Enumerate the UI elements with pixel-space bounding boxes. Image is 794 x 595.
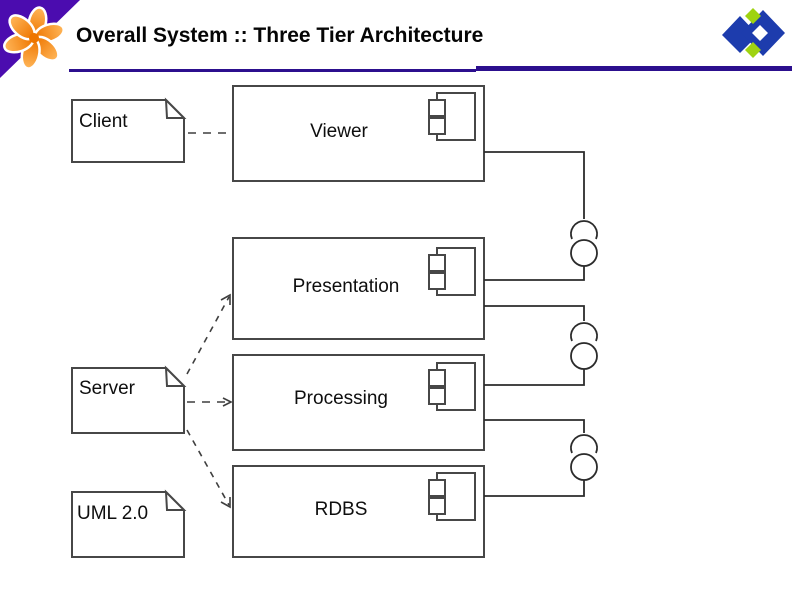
connector-server-presentation bbox=[186, 293, 231, 375]
interface-viewer-presentation bbox=[484, 151, 598, 281]
page-title: Overall System :: Three Tier Architectur… bbox=[76, 24, 484, 47]
note-uml-version bbox=[71, 489, 187, 558]
note-client bbox=[71, 97, 187, 163]
interface-presentation-processing bbox=[484, 305, 598, 386]
component-viewer-label: Viewer bbox=[310, 121, 368, 142]
flower-logo-icon bbox=[3, 6, 65, 70]
component-presentation bbox=[232, 237, 485, 340]
component-rdbs-label: RDBS bbox=[314, 499, 368, 520]
diamond-logo-icon bbox=[722, 8, 785, 58]
note-server-label: Server bbox=[79, 378, 135, 399]
interface-processing-rdbs bbox=[484, 419, 598, 497]
title-underline-left bbox=[69, 69, 476, 72]
component-viewer bbox=[232, 85, 485, 182]
component-presentation-label: Presentation bbox=[292, 276, 400, 297]
note-server bbox=[71, 365, 187, 434]
connector-server-rdbs bbox=[186, 429, 231, 509]
component-rdbs bbox=[232, 465, 485, 558]
note-client-label: Client bbox=[79, 111, 128, 132]
connector-server-processing bbox=[187, 397, 233, 407]
note-uml-version-label: UML 2.0 bbox=[77, 503, 149, 524]
title-underline-right bbox=[476, 66, 792, 71]
component-processing bbox=[232, 354, 485, 451]
component-processing-label: Processing bbox=[294, 388, 388, 409]
